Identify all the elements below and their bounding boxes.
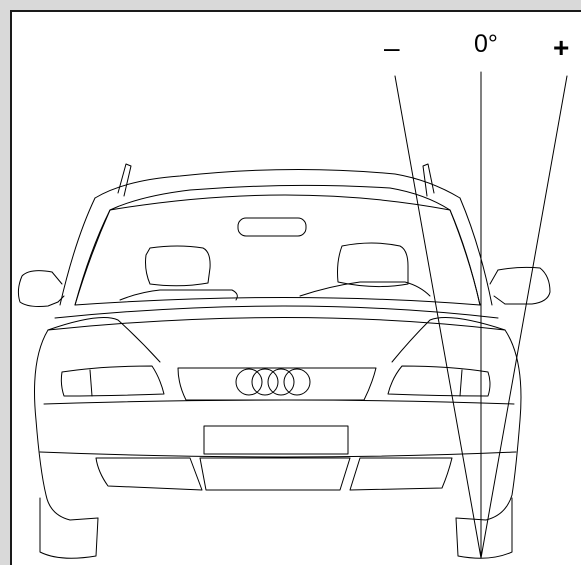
mirror-right-arm bbox=[489, 269, 506, 305]
rear-window bbox=[74, 194, 481, 306]
bumper-segment-right bbox=[349, 457, 453, 491]
roof-rail-right bbox=[422, 163, 435, 197]
pillar-left bbox=[59, 197, 96, 306]
mirror-right bbox=[497, 266, 551, 305]
label-plus: + bbox=[553, 32, 570, 63]
bumper-segment-center bbox=[199, 457, 351, 491]
headrest-left bbox=[145, 245, 211, 287]
mirror-left-arm bbox=[51, 271, 65, 303]
tail-light-right-inner bbox=[459, 369, 463, 397]
tire-left bbox=[39, 497, 99, 559]
bumper-top bbox=[39, 451, 517, 458]
tail-light-left-inner bbox=[89, 369, 93, 397]
diagram-canvas bbox=[10, 10, 581, 565]
four-rings-logo bbox=[235, 368, 311, 396]
roof-outline bbox=[94, 168, 461, 199]
pillar-right-inner bbox=[449, 209, 481, 306]
seat-back-right bbox=[299, 281, 431, 297]
brake-light bbox=[237, 217, 307, 237]
roof-inner-line bbox=[109, 184, 451, 211]
seat-back-left bbox=[119, 289, 238, 301]
tire-right bbox=[455, 497, 513, 559]
tail-light-left bbox=[60, 365, 165, 397]
license-plate bbox=[203, 425, 349, 455]
label-zero-degrees: 0° bbox=[474, 30, 498, 58]
shoulder-left bbox=[47, 317, 161, 363]
tail-light-right bbox=[387, 365, 491, 397]
trunk-edge-2 bbox=[47, 317, 506, 331]
trunk-edge bbox=[54, 305, 499, 319]
mirror-left bbox=[17, 270, 59, 307]
pillar-right bbox=[459, 197, 493, 306]
pillar-left-inner bbox=[74, 209, 111, 306]
bumper-segment-left bbox=[95, 457, 203, 491]
shoulder-right bbox=[391, 317, 506, 363]
body-side-right bbox=[455, 329, 522, 521]
body-side-left bbox=[34, 329, 99, 521]
trunk-lower-line bbox=[43, 399, 515, 405]
roof-rail-left bbox=[117, 163, 132, 197]
headrest-right bbox=[337, 242, 409, 288]
logo-panel bbox=[177, 367, 377, 401]
angle-line-minus bbox=[394, 75, 482, 559]
label-minus: – bbox=[384, 32, 400, 63]
angle-line-plus bbox=[480, 75, 568, 559]
